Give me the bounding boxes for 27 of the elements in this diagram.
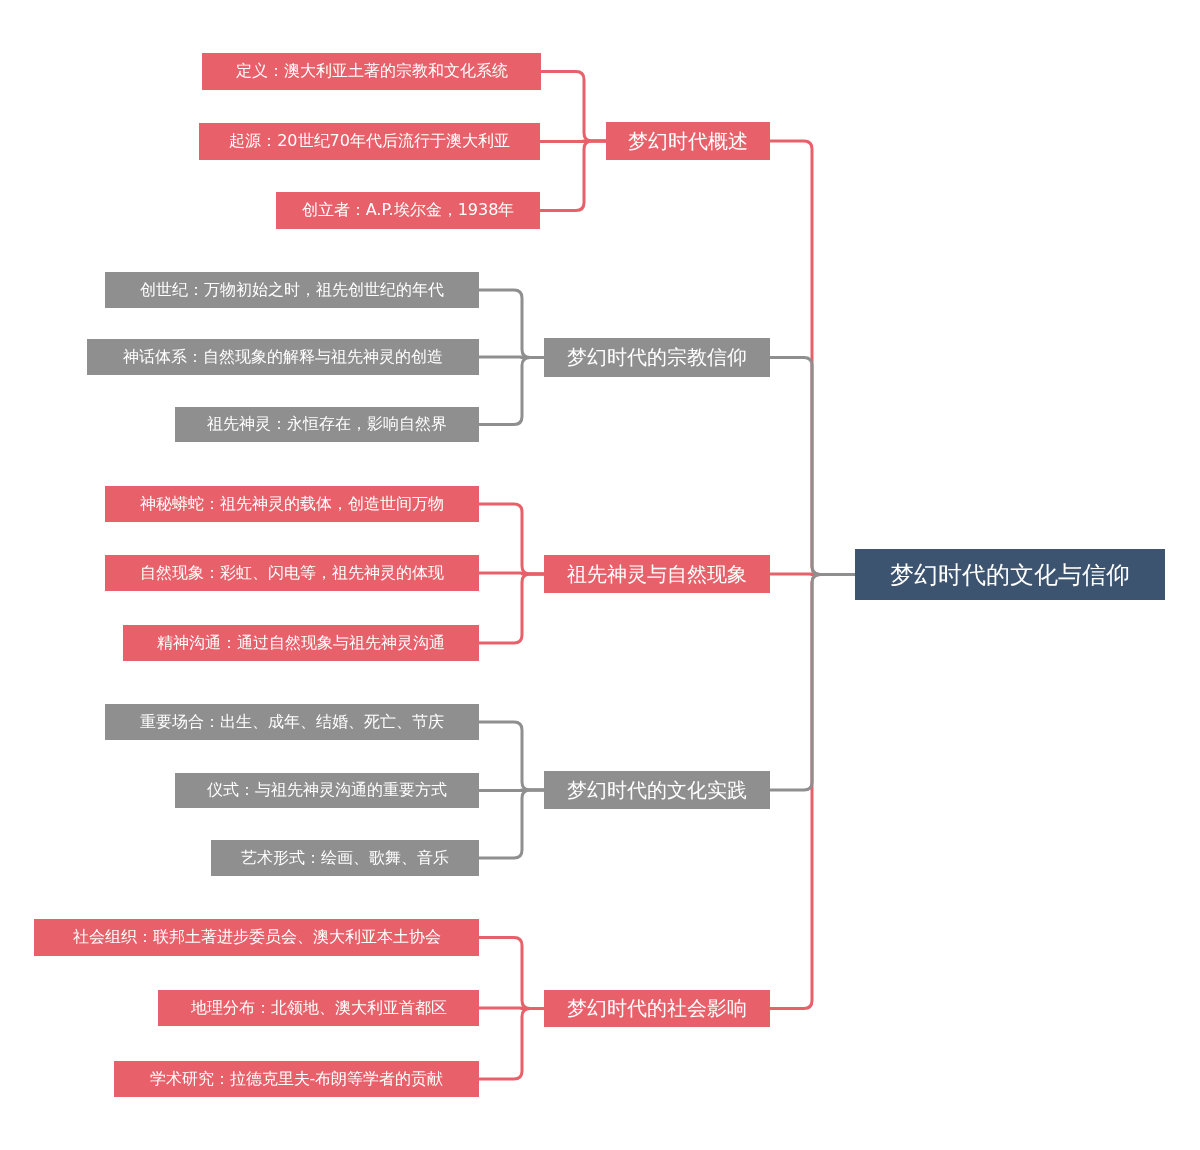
branch-topic-box: 梦幻时代的社会影响 xyxy=(544,990,770,1027)
leaf-topic-box: 创立者：A.P.埃尔金，1938年 xyxy=(276,192,540,229)
leaf-topic-box: 社会组织：联邦土著进步委员会、澳大利亚本土协会 xyxy=(34,919,479,956)
connector-line xyxy=(540,139,606,212)
leaf-topic-box: 地理分布：北领地、澳大利亚首都区 xyxy=(158,990,479,1026)
connector-line xyxy=(479,1007,544,1081)
leaf-topic-box: 艺术形式：绘画、歌舞、音乐 xyxy=(211,840,479,876)
root-topic-box: 梦幻时代的文化与信仰 xyxy=(855,549,1165,600)
branch-topic-box: 梦幻时代的宗教信仰 xyxy=(544,338,770,377)
leaf-topic-box: 重要场合：出生、成年、结婚、死亡、节庆 xyxy=(105,704,479,740)
connector-line xyxy=(770,573,855,792)
branch-topic-box: 祖先神灵与自然现象 xyxy=(544,555,770,593)
branch-topic-box: 梦幻时代的文化实践 xyxy=(544,771,770,809)
leaf-topic-box: 起源：20世纪70年代后流行于澳大利亚 xyxy=(199,123,540,160)
leaf-topic-box: 仪式：与祖先神灵沟通的重要方式 xyxy=(175,773,479,808)
leaf-topic-box: 自然现象：彩虹、闪电等，祖先神灵的体现 xyxy=(105,555,479,591)
leaf-topic-box: 创世纪：万物初始之时，祖先创世纪的年代 xyxy=(105,272,479,308)
leaf-topic-box: 学术研究：拉德克里夫-布朗等学者的贡献 xyxy=(114,1061,479,1097)
connector-line xyxy=(479,572,544,645)
leaf-topic-box: 神话体系：自然现象的解释与祖先神灵的创造 xyxy=(87,339,479,375)
leaf-topic-box: 祖先神灵：永恒存在，影响自然界 xyxy=(175,407,479,442)
leaf-topic-box: 神秘蟒蛇：祖先神灵的载体，创造世间万物 xyxy=(105,486,479,522)
branch-topic-box: 梦幻时代概述 xyxy=(606,122,770,160)
leaf-topic-box: 定义：澳大利亚土著的宗教和文化系统 xyxy=(202,53,541,90)
leaf-topic-box: 精神沟通：通过自然现象与祖先神灵沟通 xyxy=(123,625,479,661)
connector-line xyxy=(479,356,544,426)
connector-line xyxy=(479,788,544,860)
